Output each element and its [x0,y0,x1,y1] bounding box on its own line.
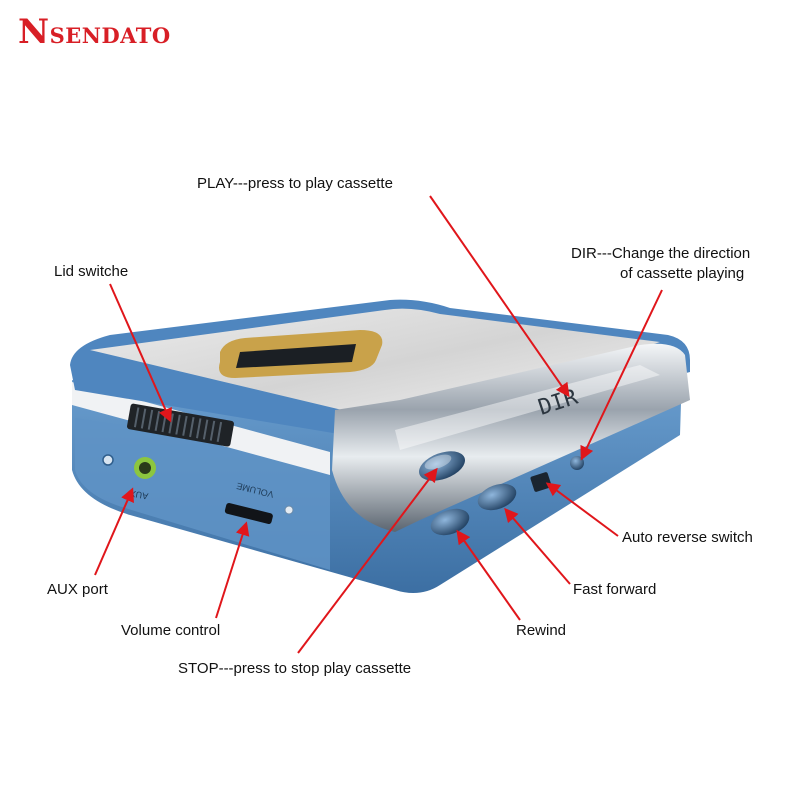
label-volume-control: Volume control [121,622,221,639]
button-fast-forward-graphic [477,483,517,511]
label-play: PLAY---press to play cassette [197,175,393,192]
label-dir-line1: DIR---Change the direction [571,245,751,262]
arrow-play [429,195,570,398]
aux-port [134,457,156,479]
chrome-front [332,343,690,532]
label-dir-line2: of cassette playing [620,265,745,282]
cassette-window [236,344,356,368]
arrow-auto-reverse [545,482,619,537]
annotation-arrows [94,195,663,654]
arrow-dir [580,289,663,461]
brand-logo: Nsendato [18,12,171,52]
button-rewind-graphic [430,508,470,536]
arrow-fast-forward [504,507,571,585]
arrow-aux [94,487,134,576]
label-rewind: Rewind [516,622,567,639]
chrome-highlight [395,365,660,450]
brand-name-rest: sendato [49,16,171,51]
dir-button [570,456,584,470]
label-auto-reverse: Auto reverse switch [622,529,753,546]
label-aux-port: AUX port [47,581,108,598]
arrow-lid [109,283,172,423]
screw-icon [284,505,294,515]
label-stop: STOP---press to stop play cassette [178,660,412,677]
arrow-volume [215,521,250,619]
lid-top [90,308,660,425]
arrow-rewind [456,529,521,621]
label-fast-forward: Fast forward [573,581,657,598]
arrow-stop [297,467,438,654]
volume-wheel [224,502,273,524]
brand-initial: N [18,12,50,52]
led-indicator [102,454,114,466]
label-lid-switch: Lid switche [54,263,129,280]
